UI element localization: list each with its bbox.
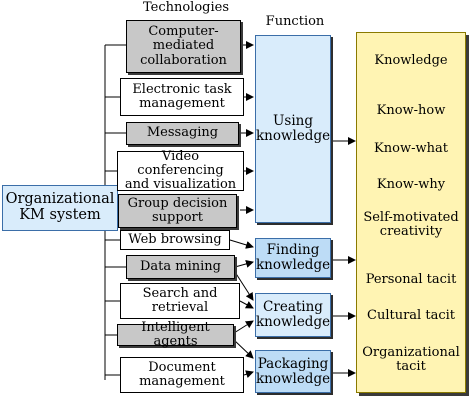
function-using-knowledge: Using knowledge <box>255 35 331 223</box>
tech-document-management: Document management <box>120 357 244 393</box>
knowledge-item: Self-motivated creativity <box>363 210 459 240</box>
arrow-dm-finding <box>234 260 254 268</box>
tech-data-mining: Data mining <box>126 255 235 279</box>
tech-electronic-task-management: Electronic task management <box>120 78 244 116</box>
knowledge-item: Organizational tacit <box>362 345 460 375</box>
arrow-ia-packaging <box>233 339 254 359</box>
tech-intelligent-agents: Intelligent agents <box>117 320 234 349</box>
tech-group-decision-support: Group decision support <box>118 194 237 228</box>
arrow-web-finding <box>229 239 254 249</box>
knowledge-item: Know-why <box>376 177 446 192</box>
knowledge-item: Knowledge <box>374 53 448 68</box>
function-header: Function <box>265 14 325 29</box>
arrow-ia-creating <box>233 320 254 334</box>
tech-video-conferencing: Video conferencing and visualization <box>117 149 244 192</box>
arrow-dm-creating <box>234 271 254 301</box>
tech-messaging: Messaging <box>126 122 239 145</box>
tech-search-and-retrieval: Search and retrieval <box>120 283 240 319</box>
knowledge-item: Personal tacit <box>365 272 457 287</box>
tech-computer-mediated-collaboration: Computer- mediated collaboration <box>126 20 241 73</box>
function-creating-knowledge: Creating knowledge <box>255 293 331 337</box>
function-finding-knowledge: Finding knowledge <box>255 238 331 278</box>
technologies-header: Technologies <box>142 0 230 15</box>
org-km-system-box: Organizational KM system <box>2 185 118 231</box>
arrow-doc-packaging <box>243 370 254 379</box>
tech-web-browsing: Web browsing <box>120 230 230 250</box>
knowledge-item: Cultural tacit <box>367 308 455 323</box>
arrow-sr-creating <box>239 300 254 309</box>
knowledge-types-box: Knowledge Know-how Know-what Know-why Se… <box>356 32 466 393</box>
knowledge-item: Know-how <box>376 103 446 118</box>
knowledge-item: Know-what <box>374 141 448 156</box>
function-packaging-knowledge: Packaging knowledge <box>255 350 331 393</box>
